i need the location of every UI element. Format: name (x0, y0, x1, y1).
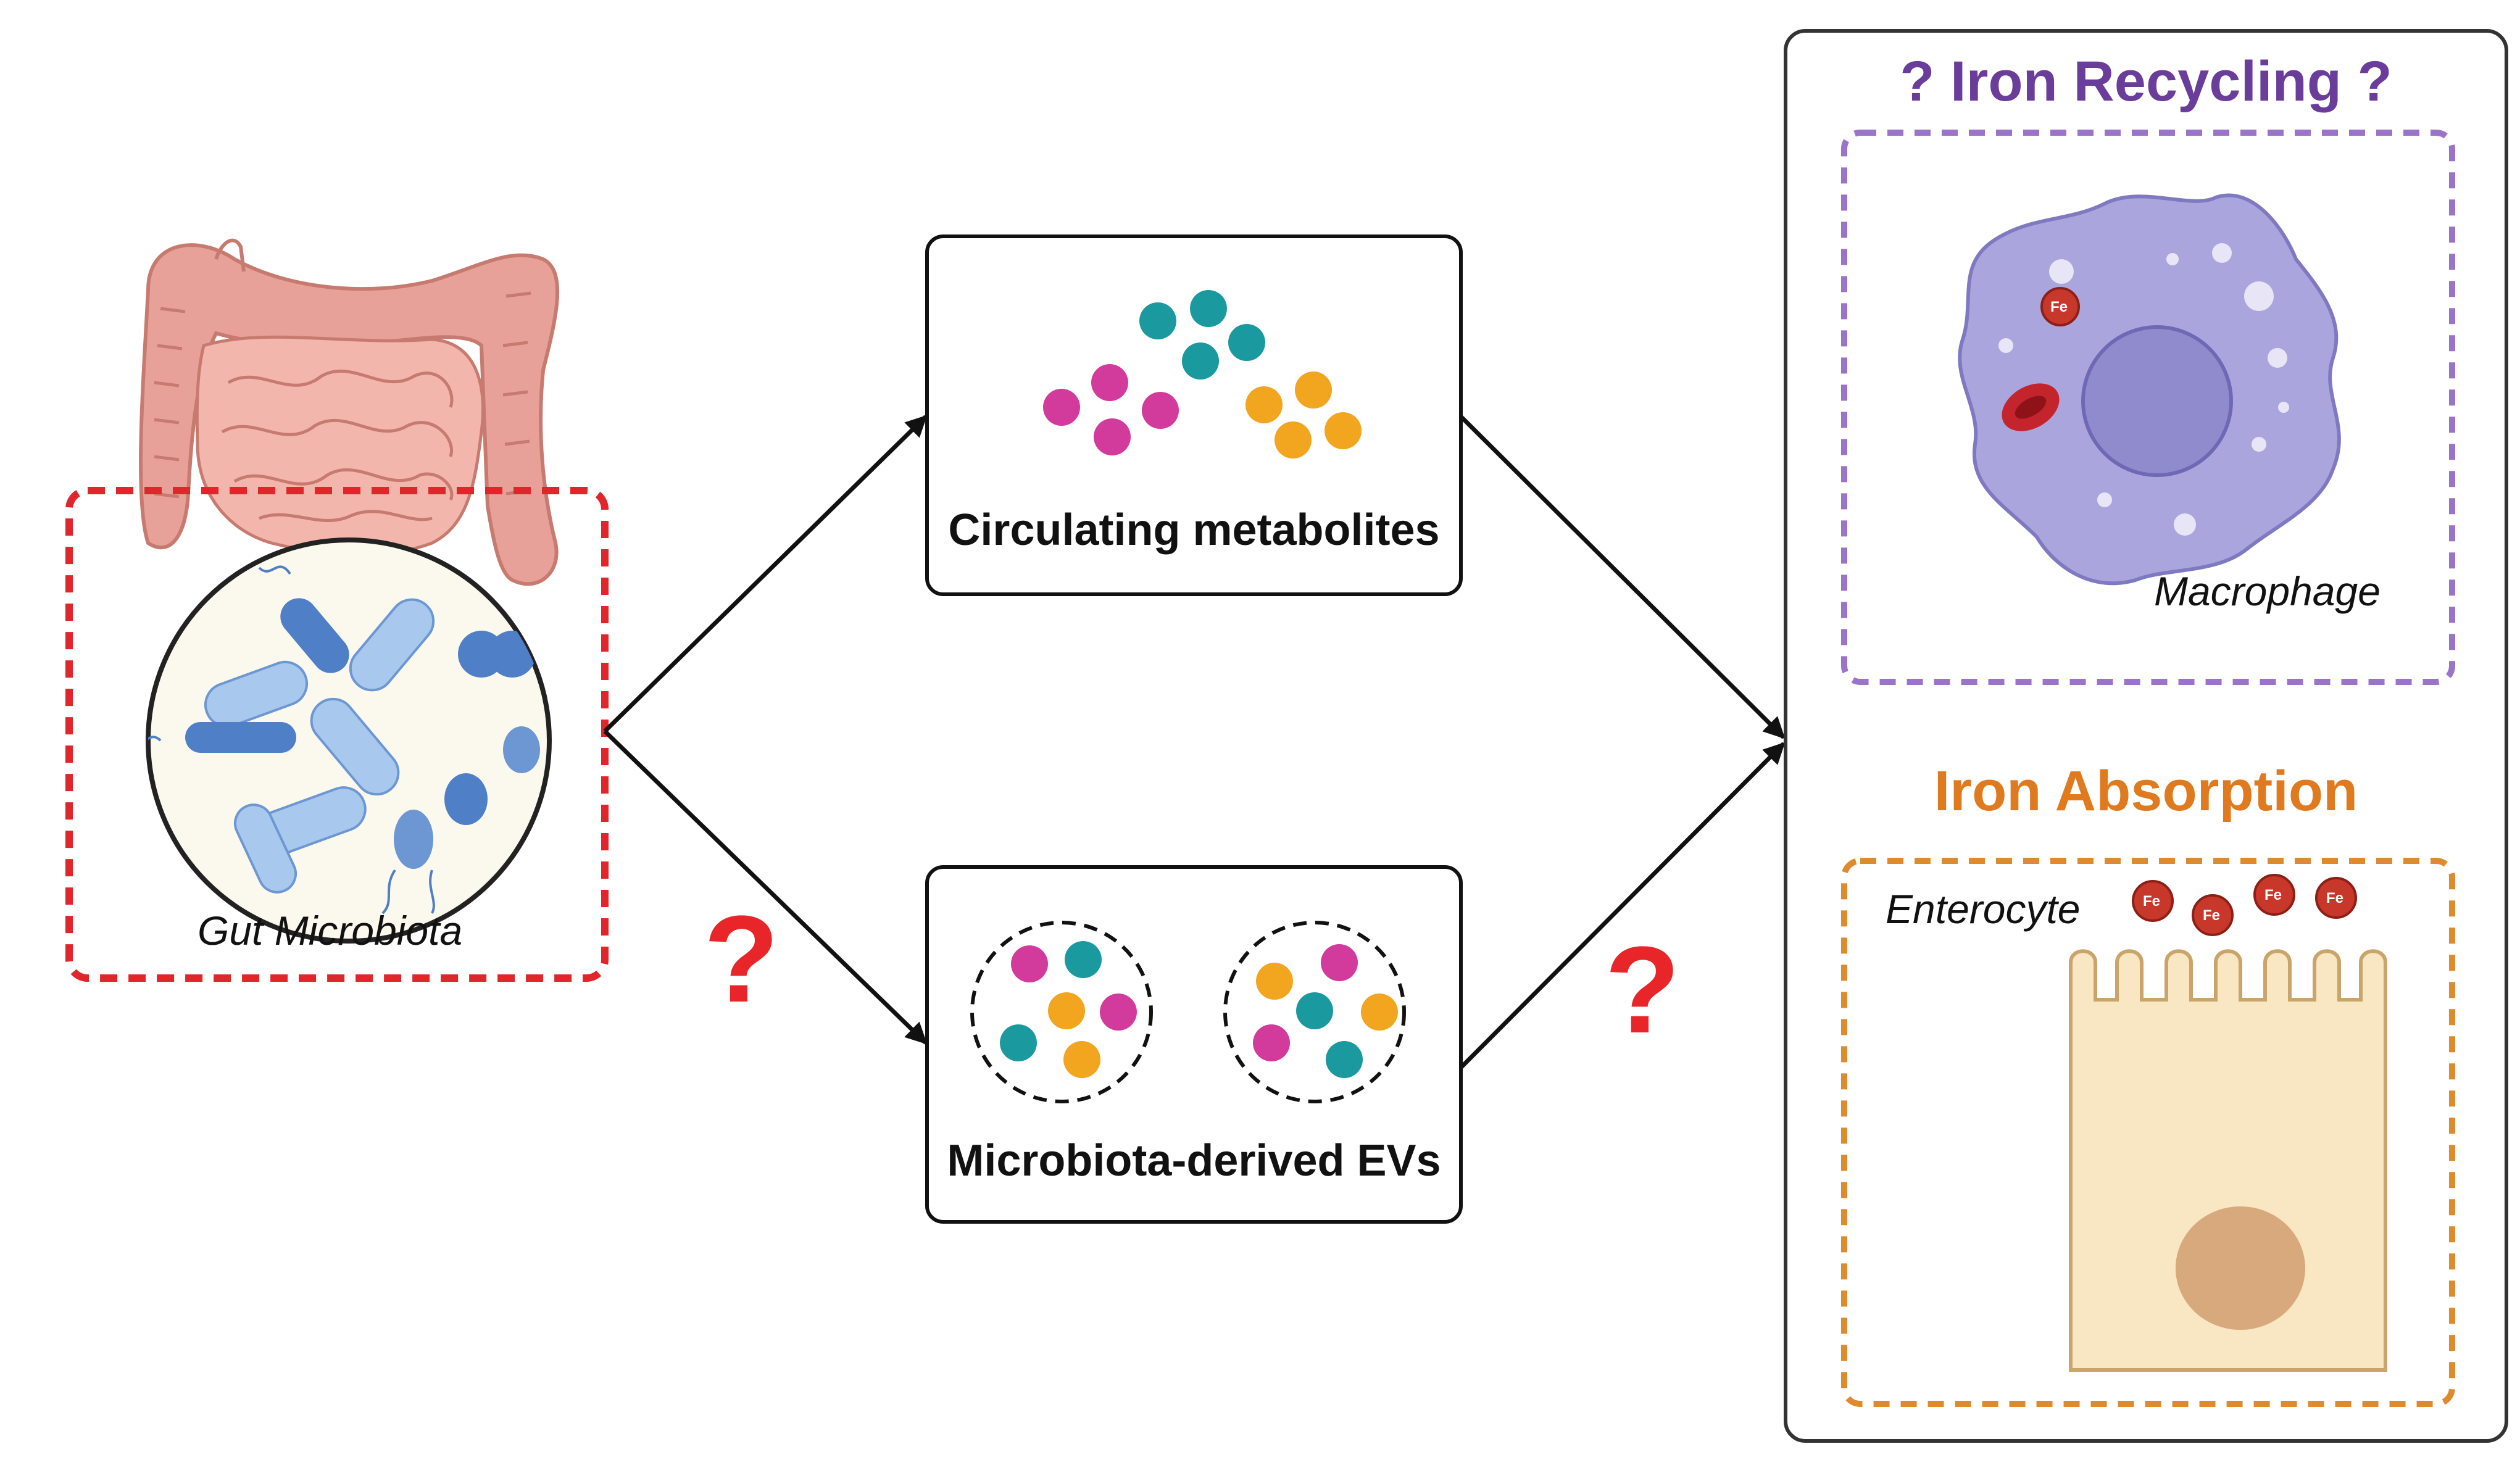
macrophage-iron-label: Fe (2050, 299, 2068, 315)
iron-absorption-title: Iron Absorption (1934, 760, 2358, 823)
bacterium-rod (349, 598, 435, 692)
evs-label: Microbiota-derived EVs (947, 1136, 1441, 1185)
absorption-iron-label-3: Fe (2264, 887, 2282, 903)
metabolite-cluster (1043, 290, 1362, 458)
bacterium-coccus (503, 726, 540, 773)
iron-particles-absorption (2132, 874, 2357, 936)
arrow-to-evs (603, 729, 928, 1045)
bacterium-rod (204, 660, 308, 728)
enterocyte-cell (2069, 949, 2387, 1372)
bacterium-rod (310, 697, 400, 796)
metabolites-label: Circulating metabolites (948, 505, 1440, 555)
arrow-to-metabolites (603, 415, 928, 733)
enterocyte-label: Enterocyte (1886, 886, 2081, 932)
absorption-iron-label-1: Fe (2143, 893, 2161, 910)
arrow-evs-to-targets (1459, 742, 1786, 1069)
intestine-illustration (139, 238, 560, 586)
gut-microbiota-label: Gut Microbiota (198, 908, 463, 953)
microbiota-lens (146, 537, 552, 944)
absorption-iron-label-4: Fe (2326, 890, 2344, 907)
bacterium-rod (233, 803, 297, 894)
ev-vesicle-left (970, 921, 1153, 1103)
gut-microbiota-box (65, 487, 609, 982)
question-mark-right: ? (1605, 921, 1681, 1059)
ev-vesicle-right (1223, 921, 1406, 1103)
iron-recycling-title: ? Iron Recycling ? (1900, 50, 2392, 113)
bacterium-rod (280, 598, 349, 673)
macrophage-label: Macrophage (2154, 568, 2381, 614)
question-mark-left: ? (704, 890, 780, 1028)
bacterium-coccus (394, 810, 433, 869)
bacterium-rod (185, 722, 296, 753)
iron-absorption-box (1841, 858, 2455, 1407)
bacterium-coccus (489, 631, 536, 678)
absorption-iron-label-2: Fe (2203, 907, 2221, 924)
iron-particle (2040, 287, 2080, 326)
bacterium-coccus (444, 773, 488, 825)
arrow-metabolites-to-targets (1459, 415, 1786, 739)
